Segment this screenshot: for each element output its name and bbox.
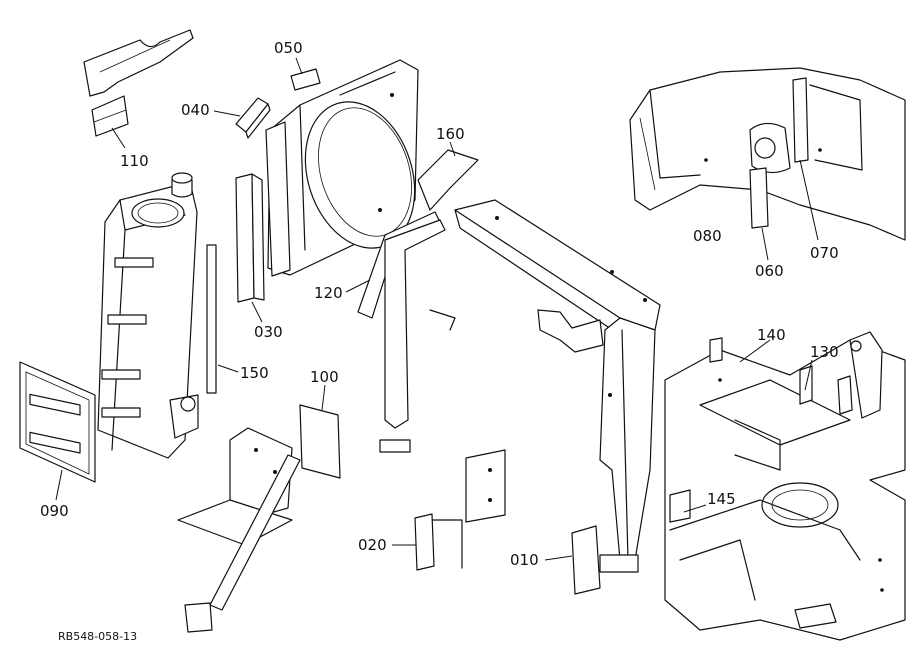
callout-050: 050: [274, 39, 303, 75]
callout-110: 110: [111, 127, 149, 170]
label-110: 110: [120, 152, 149, 170]
label-150: 150: [240, 364, 269, 382]
callout-140: 140: [739, 326, 786, 363]
part-100-pad: [299, 404, 341, 479]
label-160: 160: [436, 125, 465, 143]
label-145: 145: [707, 490, 736, 508]
part-160-seal: [417, 149, 479, 211]
callout-150: 150: [217, 364, 269, 382]
callout-090: 090: [40, 469, 69, 520]
label-020: 020: [358, 536, 387, 554]
label-140: 140: [757, 326, 786, 344]
main-frame: [379, 199, 661, 573]
callout-100: 100: [310, 368, 339, 411]
battery-tray-bracket: [177, 427, 301, 633]
callout-130: 130: [804, 343, 839, 391]
part-050-seal: [290, 68, 321, 91]
drawing-reference-code: RB548-058-13: [58, 630, 137, 643]
part-150-rod: [206, 244, 217, 394]
label-070: 070: [810, 244, 839, 262]
callout-145: 145: [683, 490, 736, 513]
label-120: 120: [314, 284, 343, 302]
label-010: 010: [510, 551, 539, 569]
base-frame: [664, 331, 906, 641]
part-090-grille: [19, 361, 96, 483]
rear-hood-assembly: [629, 67, 906, 241]
callout-160: 160: [436, 125, 465, 157]
label-050: 050: [274, 39, 303, 57]
label-130: 130: [810, 343, 839, 361]
part-020-plate: [414, 449, 506, 571]
callout-070: 070: [799, 159, 839, 262]
callout-060: 060: [755, 227, 784, 280]
callout-020: 020: [358, 536, 416, 554]
label-040: 040: [181, 101, 210, 119]
radiator-tank: [97, 172, 199, 459]
callout-040: 040: [181, 101, 241, 119]
callout-010: 010: [510, 551, 573, 569]
label-030: 030: [254, 323, 283, 341]
label-080: 080: [693, 227, 722, 245]
label-100: 100: [310, 368, 339, 386]
part-010-seal: [571, 525, 601, 595]
part-060-seal: [749, 167, 769, 229]
fan-shroud: [265, 59, 419, 277]
callout-120: 120: [314, 279, 371, 302]
label-090: 090: [40, 502, 69, 520]
callout-030: 030: [251, 301, 283, 341]
callout-080: 080: [693, 227, 722, 245]
label-060: 060: [755, 262, 784, 280]
part-040-seal: [235, 97, 271, 139]
part-030-seal: [235, 173, 265, 303]
part-110-cover-plate: [83, 29, 194, 137]
